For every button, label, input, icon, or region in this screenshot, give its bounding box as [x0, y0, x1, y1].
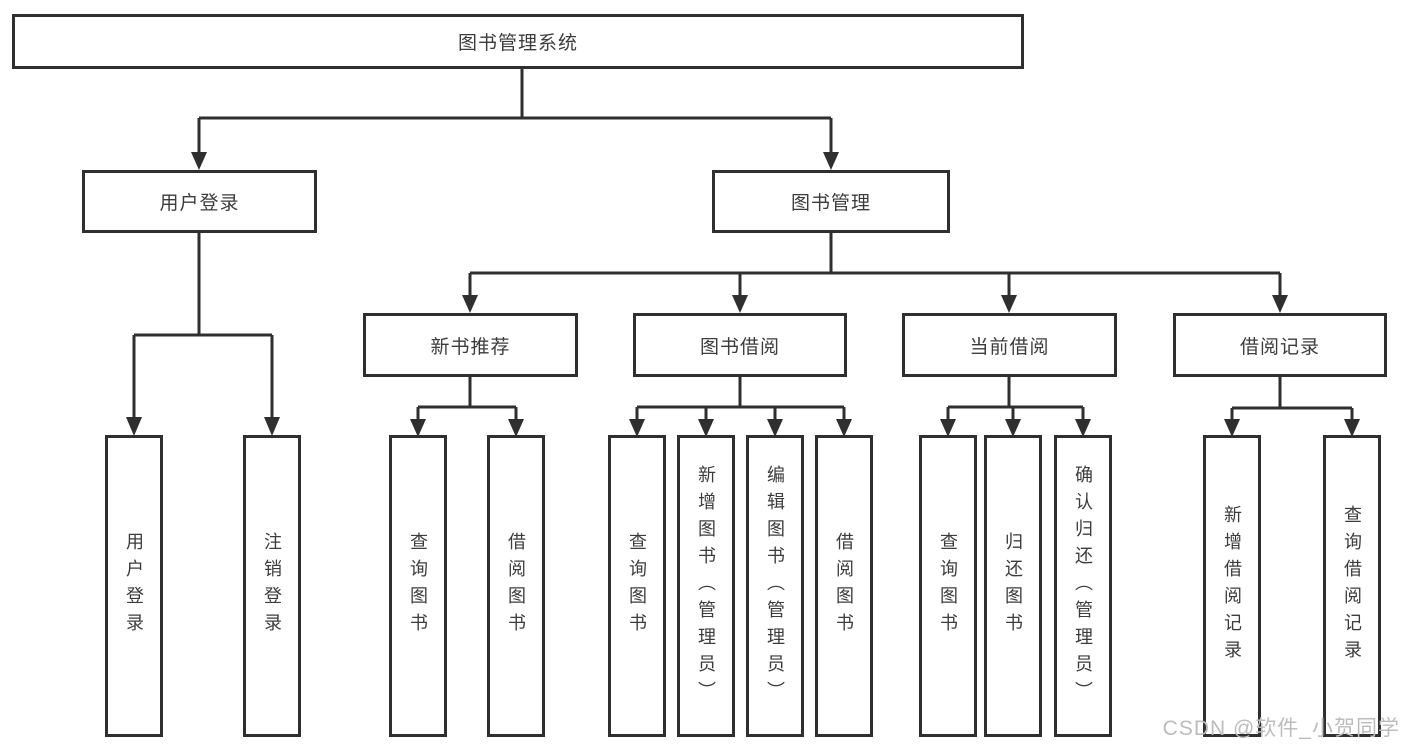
leaf-bb-query-books: 查询图书	[608, 435, 666, 737]
node-label: 当前借阅	[969, 336, 1050, 358]
leaf-cb-query-books: 查询图书	[919, 435, 977, 737]
leaf-label: 新增借阅记录	[1222, 505, 1242, 667]
node-book-borrow: 图书借阅	[633, 313, 847, 377]
leaf-label: 用户登录	[124, 532, 144, 640]
arrow-down-icon	[823, 152, 839, 170]
connector-new-book-recommend	[410, 377, 524, 437]
arrow-down-icon	[1224, 419, 1240, 437]
connector-current-borrow	[940, 377, 1091, 437]
node-user-login: 用户登录	[82, 170, 317, 233]
arrow-down-icon	[1001, 295, 1017, 313]
leaf-cb-confirm-return-admin: 确认归还（管理员）	[1054, 435, 1112, 737]
arrow-down-icon	[732, 295, 748, 313]
arrow-down-icon	[191, 152, 207, 170]
leaf-label: 查询图书	[938, 532, 958, 640]
arrow-down-icon	[629, 419, 645, 437]
leaf-label: 借阅图书	[834, 532, 854, 640]
leaf-user-login: 用户登录	[105, 435, 163, 737]
node-label: 图书借阅	[699, 336, 780, 358]
node-current-borrow: 当前借阅	[902, 313, 1117, 377]
node-label: 图书管理系统	[457, 33, 578, 54]
leaf-bb-add-books-admin: 新增图书（管理员）	[677, 435, 735, 737]
node-label: 用户登录	[159, 193, 240, 214]
node-new-book-recommend: 新书推荐	[363, 313, 578, 377]
arrow-down-icon	[940, 419, 956, 437]
leaf-label: 新增图书（管理员）	[696, 464, 716, 708]
leaf-br-query-record: 查询借阅记录	[1323, 435, 1381, 737]
leaf-bb-borrow-books: 借阅图书	[815, 435, 873, 737]
connector-root	[191, 69, 839, 170]
arrow-down-icon	[767, 419, 783, 437]
arrow-down-icon	[508, 419, 524, 437]
arrow-down-icon	[1344, 419, 1360, 437]
leaf-label: 查询图书	[408, 532, 428, 640]
arrow-down-icon	[1075, 419, 1091, 437]
node-borrow-records: 借阅记录	[1173, 313, 1387, 377]
leaf-label: 注销登录	[262, 532, 282, 640]
leaf-nb-query-books: 查询图书	[389, 435, 447, 737]
connector-borrow-records	[1224, 377, 1360, 437]
node-label: 借阅记录	[1239, 336, 1320, 358]
arrow-down-icon	[410, 419, 426, 437]
node-book-management: 图书管理	[712, 170, 950, 233]
arrow-down-icon	[462, 295, 478, 313]
leaf-cb-return-books: 归还图书	[984, 435, 1042, 737]
leaf-bb-edit-books-admin: 编辑图书（管理员）	[746, 435, 804, 737]
leaf-nb-borrow-books: 借阅图书	[487, 435, 545, 737]
arrow-down-icon	[698, 419, 714, 437]
leaf-label: 查询图书	[627, 532, 647, 640]
leaf-label: 编辑图书（管理员）	[765, 464, 785, 708]
leaf-label: 借阅图书	[506, 532, 526, 640]
arrow-down-icon	[836, 419, 852, 437]
connector-book-borrow	[629, 377, 852, 437]
leaf-br-add-record: 新增借阅记录	[1203, 435, 1261, 737]
node-library-management-system: 图书管理系统	[12, 14, 1024, 69]
leaf-logout: 注销登录	[243, 435, 301, 737]
leaf-label: 确认归还（管理员）	[1073, 464, 1093, 708]
leaf-label: 查询借阅记录	[1342, 505, 1362, 667]
connector-book-management	[462, 233, 1288, 313]
csdn-watermark: CSDN @软件_小贺同学	[1162, 717, 1400, 740]
arrow-down-icon	[1272, 295, 1288, 313]
arrow-down-icon	[126, 417, 142, 436]
arrow-down-icon	[264, 417, 280, 436]
arrow-down-icon	[1005, 419, 1021, 437]
connector-user-login	[126, 233, 280, 436]
node-label: 新书推荐	[430, 336, 511, 358]
node-label: 图书管理	[790, 193, 871, 214]
leaf-label: 归还图书	[1003, 532, 1023, 640]
